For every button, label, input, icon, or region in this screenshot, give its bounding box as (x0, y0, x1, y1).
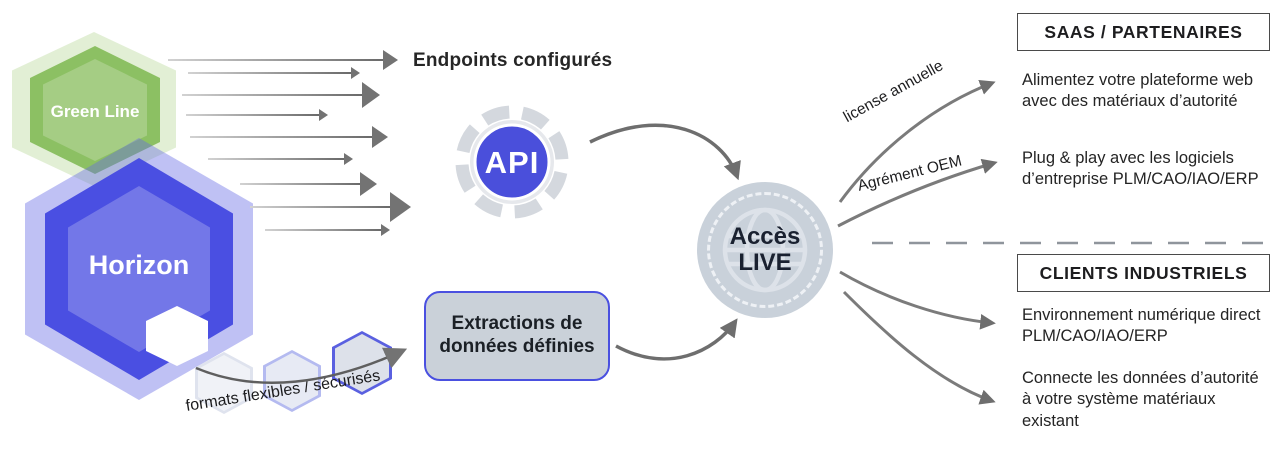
arrow-head-icon (381, 224, 390, 236)
saas-item-1: Alimentez votre plateforme web avec des … (1022, 71, 1254, 111)
saas-item-2: Plug & play avec les logiciels d’entrepr… (1022, 149, 1259, 189)
arrow-shaft (265, 229, 381, 231)
flow-arrow-4 (186, 108, 328, 122)
clients-item-2: Connecte les données d’autorité à votre … (1022, 369, 1259, 430)
arrow-head-icon (362, 82, 380, 108)
flow-arrow-6 (208, 152, 353, 166)
arrow-head-icon (351, 67, 360, 79)
arrow-head-icon (383, 50, 398, 70)
api-badge-label: API (485, 145, 540, 180)
arrow-head-icon (390, 192, 411, 222)
arrow-shaft (182, 94, 362, 96)
flow-arrow-1 (168, 49, 398, 71)
access-line1: Accès (729, 223, 801, 251)
globe-icon (722, 207, 808, 293)
saas-partenaires-header: SAAS / PARTENAIRES (1017, 13, 1270, 51)
arrow-shaft (240, 183, 360, 185)
flow-arrow-8 (250, 192, 411, 222)
greenline-label: Green Line (50, 102, 140, 121)
gear-segments (455, 105, 569, 219)
arrow-shaft (190, 136, 372, 138)
format-hexagon-1 (195, 352, 253, 414)
extraction-label: Extractions de données définies (439, 313, 595, 357)
dashed-ring (707, 192, 823, 308)
curve-hexagons-to-extraction (195, 347, 408, 385)
extraction-box: Extractions de données définies (424, 291, 610, 381)
flow-arrow-5 (190, 125, 388, 149)
clients-item-1: Environnement numérique direct PLM/CAO/I… (1022, 306, 1261, 346)
saas-header-label: SAAS / PARTENAIRES (1044, 21, 1243, 42)
curve-access-to-saas-2 (837, 158, 998, 228)
endpoints-title: Endpoints configurés (413, 50, 613, 71)
access-live-node: Accès LIVE (697, 182, 833, 318)
curve-access-to-saas-1 (838, 79, 996, 203)
arrow-shaft (208, 158, 344, 160)
arrow-head-icon (372, 126, 388, 148)
clients-industriels-header: CLIENTS INDUSTRIELS (1017, 254, 1270, 292)
api-circle (473, 123, 551, 201)
curve-extraction-to-access (615, 318, 738, 361)
curve-access-to-clients-1 (839, 270, 996, 330)
curve-access-to-clients-2 (842, 290, 996, 405)
arrow-shaft (186, 114, 319, 116)
flow-arrow-9 (265, 223, 390, 237)
format-hexagon-1-fill (198, 355, 250, 411)
arrow-head-icon (360, 172, 377, 196)
horizon-label: Horizon (88, 250, 190, 280)
access-live-label: Accès LIVE (730, 224, 801, 276)
arrow-shaft (168, 59, 383, 61)
flow-arrow-7 (240, 171, 377, 197)
clients-header-label: CLIENTS INDUSTRIELS (1039, 262, 1248, 283)
arrow-shaft (188, 72, 351, 74)
arrow-head-icon (344, 153, 353, 165)
flow-arrow-2 (188, 66, 360, 80)
flow-arrow-3 (182, 81, 380, 109)
arrow-shaft (250, 206, 390, 208)
api-gear-icon: API (450, 100, 574, 224)
curve-api-to-access (589, 123, 741, 181)
access-line2: LIVE (738, 249, 792, 276)
arrow-head-icon (319, 109, 328, 121)
